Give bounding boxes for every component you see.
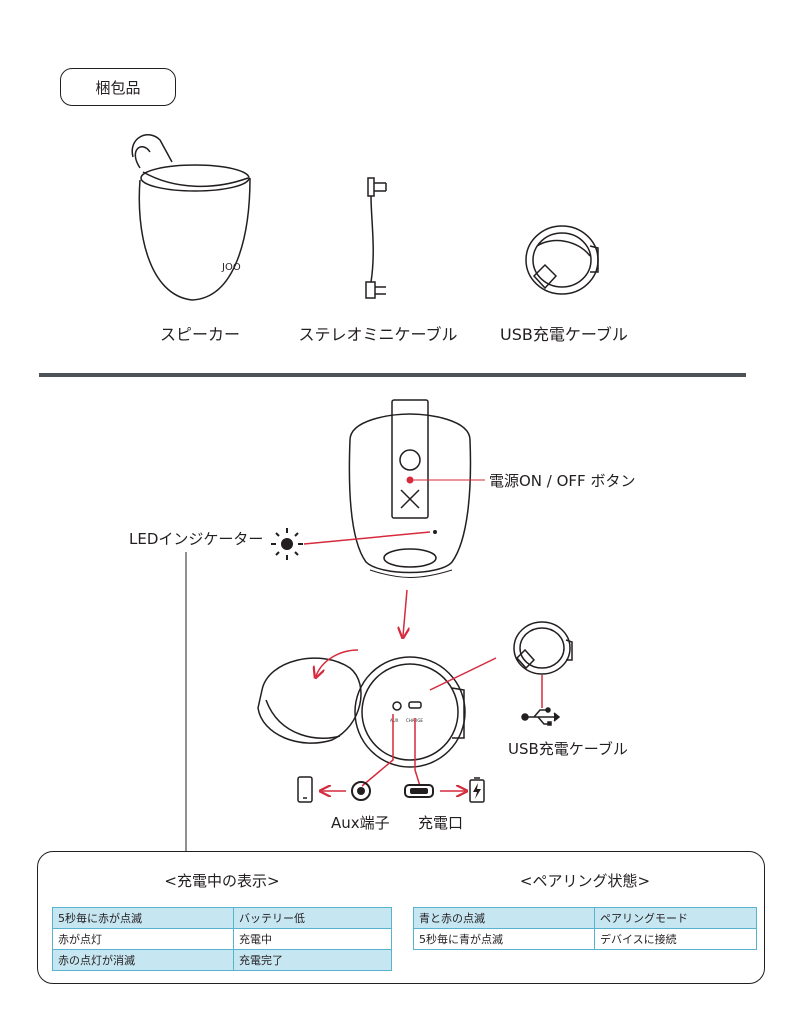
pattern-cell: 青と赤の点滅 bbox=[413, 907, 595, 929]
aux-jack-icon bbox=[351, 781, 371, 801]
aux-port-label: Aux端子 bbox=[331, 814, 390, 832]
section-divider bbox=[39, 373, 746, 377]
table-row: 5秒毎に赤が点滅 バッテリー低 bbox=[52, 907, 392, 929]
led-indicator-label: LEDインジケーター bbox=[129, 530, 264, 548]
charge-port-label: 充電口 bbox=[418, 814, 464, 832]
meaning-cell: 充電中 bbox=[233, 928, 392, 950]
usb-cable-label: USB充電ケーブル bbox=[508, 740, 628, 758]
status-panel bbox=[37, 851, 765, 984]
speaker-caption: スピーカー bbox=[159, 325, 240, 344]
charging-status-table: 5秒毎に赤が点滅 バッテリー低 赤が点灯 充電中 赤の点灯が消滅 充電完了 bbox=[52, 907, 392, 971]
charge-port-icon bbox=[404, 784, 434, 798]
pattern-cell: 5秒毎に青が点滅 bbox=[413, 928, 595, 950]
pattern-cell: 赤の点灯が消滅 bbox=[52, 949, 234, 971]
speaker-icon: JOO bbox=[131, 134, 251, 301]
svg-text:JOO: JOO bbox=[221, 262, 241, 273]
pattern-cell: 5秒毎に赤が点滅 bbox=[52, 907, 234, 929]
speaker-front-icon bbox=[348, 399, 472, 578]
meaning-cell: デバイスに接続 bbox=[594, 928, 757, 950]
table-row: 赤の点灯が消滅 充電完了 bbox=[52, 949, 392, 971]
usb-cable-side-icon bbox=[513, 621, 573, 675]
stereo-cable-icon bbox=[365, 177, 387, 299]
led-indicator-icon bbox=[271, 528, 303, 560]
battery-icon bbox=[469, 777, 485, 803]
meaning-cell: ペアリングモード bbox=[594, 907, 757, 929]
power-button-dot bbox=[406, 476, 414, 484]
charging-status-title: <充電中の表示> bbox=[164, 872, 280, 890]
meaning-cell: 充電完了 bbox=[233, 949, 392, 971]
power-button-label: 電源ON / OFF ボタン bbox=[489, 472, 636, 490]
usb-symbol-icon bbox=[521, 707, 561, 726]
phone-icon bbox=[297, 776, 313, 803]
pairing-status-table: 青と赤の点滅 ペアリングモード 5秒毎に青が点滅 デバイスに接続 bbox=[413, 907, 757, 950]
usb-cable-icon bbox=[525, 225, 599, 295]
aux-port-text: AUX bbox=[390, 718, 399, 723]
stereo-cable-caption: ステレオミニケーブル bbox=[298, 325, 458, 344]
speaker-bottom-icon bbox=[257, 656, 466, 768]
pairing-status-title: <ペアリング状態> bbox=[519, 872, 651, 890]
table-row: 青と赤の点滅 ペアリングモード bbox=[413, 907, 757, 929]
meaning-cell: バッテリー低 bbox=[233, 907, 392, 929]
usb-cable-caption: USB充電ケーブル bbox=[500, 325, 628, 344]
table-row: 赤が点灯 充電中 bbox=[52, 928, 392, 950]
pattern-cell: 赤が点灯 bbox=[52, 928, 234, 950]
package-heading: 梱包品 bbox=[60, 68, 176, 106]
table-row: 5秒毎に青が点滅 デバイスに接続 bbox=[413, 928, 757, 950]
